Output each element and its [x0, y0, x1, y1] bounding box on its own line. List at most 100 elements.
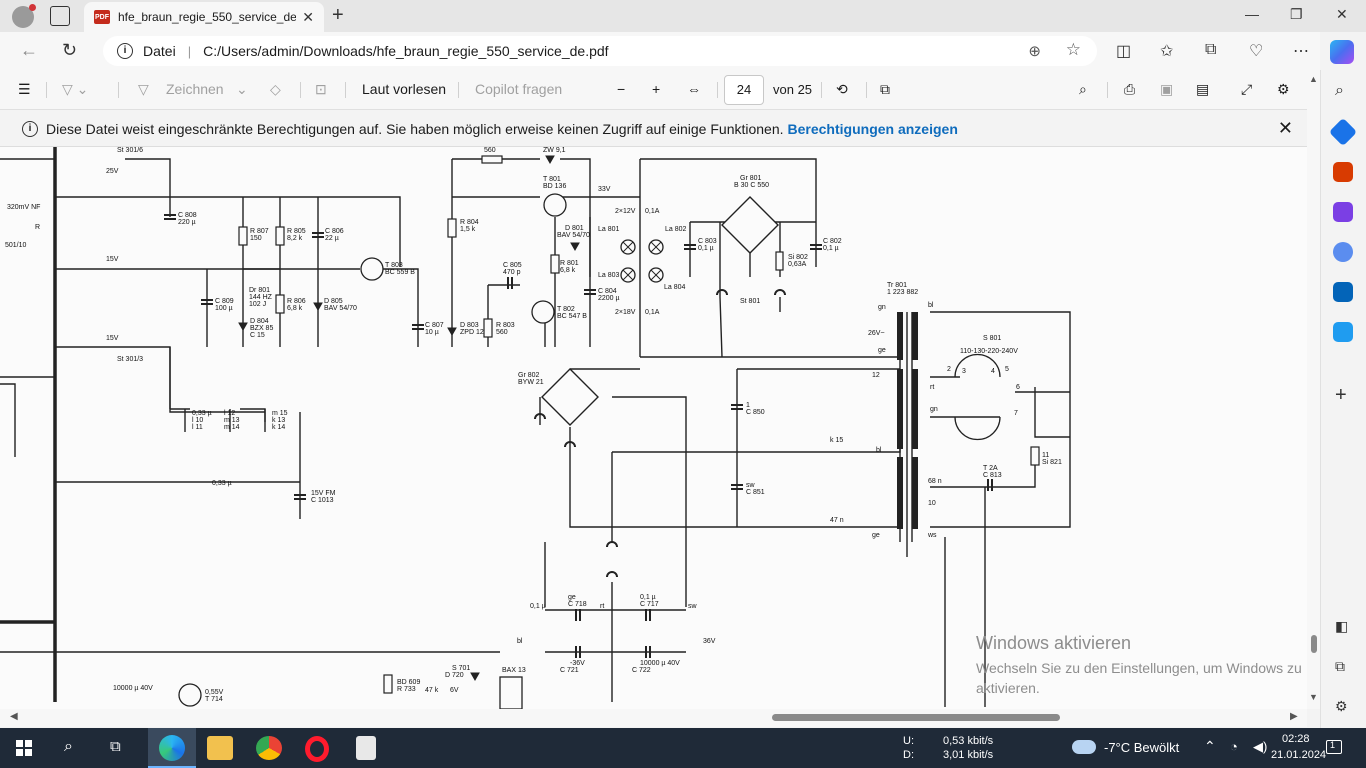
toolbar-separator	[46, 82, 47, 98]
schematic-label: BAV 54/70	[324, 305, 357, 312]
text-box-icon[interactable]: ⊡	[315, 81, 327, 97]
refresh-icon[interactable]: ↻	[62, 40, 78, 60]
schematic-label: R 803	[496, 322, 515, 329]
volume-icon[interactable]: ◀)	[1253, 739, 1268, 754]
tray-chevron-icon[interactable]: ⌃	[1204, 738, 1216, 754]
scroll-left-icon[interactable]: ◀	[10, 711, 18, 722]
schematic-label: R 805	[287, 228, 306, 235]
collections-icon[interactable]: ⧉	[1205, 41, 1217, 58]
contents-icon[interactable]: ☰	[18, 81, 31, 97]
vertical-scroll-thumb[interactable]	[1311, 635, 1317, 653]
net-up-value: 0,53 kbit/s	[943, 735, 994, 747]
favorites-icon[interactable]: ✩	[1160, 43, 1174, 60]
notification-icon[interactable]: 1	[1326, 740, 1342, 754]
highlight-icon[interactable]: ▽ ⌄	[62, 81, 89, 97]
restore-icon[interactable]: ❐	[1290, 6, 1303, 22]
clock-time[interactable]: 02:28	[1282, 733, 1310, 745]
search-icon[interactable]: ⌕	[1335, 82, 1344, 99]
tab-close-icon[interactable]: ✕	[302, 8, 314, 25]
show-permissions-link[interactable]: Berechtigungen anzeigen	[787, 120, 958, 137]
zoom-out-icon[interactable]: −	[617, 81, 626, 97]
save-icon[interactable]: ▣	[1160, 81, 1174, 97]
infobar-message: Diese Datei weist eingeschränkte Berecht…	[46, 120, 784, 137]
tab-actions-icon[interactable]	[50, 6, 70, 26]
rotate-icon[interactable]: ⟲	[836, 81, 848, 97]
scroll-down-icon[interactable]: ▼	[1309, 692, 1318, 702]
draw-icon[interactable]: ▽	[138, 81, 149, 97]
eraser-icon[interactable]: ◇	[270, 81, 281, 97]
draw-dropdown-icon[interactable]: ⌄	[236, 81, 248, 97]
outlook-icon[interactable]	[1333, 282, 1353, 302]
read-aloud-button[interactable]: Laut vorlesen	[362, 81, 447, 97]
schematic-label: T 803	[385, 262, 403, 269]
sidebar-settings-icon[interactable]: ⚙	[1335, 698, 1348, 714]
schematic-label: ge	[872, 532, 880, 539]
microsoft-365-icon[interactable]	[1333, 242, 1353, 262]
schematic-label: 10000 µ 40V	[113, 685, 153, 692]
window-close-icon[interactable]: ✕	[1336, 6, 1348, 22]
scroll-up-icon[interactable]: ▲	[1309, 74, 1318, 84]
page-view-icon[interactable]: ⧉	[880, 81, 890, 97]
games-icon[interactable]	[1333, 202, 1353, 222]
schematic-label: 36V	[703, 638, 716, 645]
horizontal-scrollbar[interactable]: ◀ ▶	[0, 709, 1307, 727]
scroll-right-icon[interactable]: ▶	[1290, 711, 1298, 722]
split-screen-icon[interactable]: ◫	[1116, 43, 1132, 60]
tools-icon[interactable]	[1333, 162, 1353, 182]
taskbar-edge-active[interactable]	[148, 728, 196, 768]
draw-button[interactable]: Zeichnen	[166, 81, 224, 97]
tab-active[interactable]: PDF hfe_braun_regie_550_service_de.pdf ✕	[84, 2, 324, 32]
menu-more-icon[interactable]: ⋯	[1293, 43, 1309, 60]
schematic-label: B 30 C 550	[734, 182, 769, 189]
schematic-label: S 701	[452, 665, 470, 672]
performance-icon[interactable]: ♡	[1249, 43, 1264, 60]
wifi-icon[interactable]: ◔	[1230, 739, 1238, 754]
back-icon[interactable]: ←	[20, 40, 38, 60]
url-text[interactable]: C:/Users/admin/Downloads/hfe_braun_regie…	[203, 43, 609, 59]
find-icon[interactable]: ⌕	[1079, 81, 1087, 97]
infobar-close-icon[interactable]: ✕	[1277, 118, 1293, 138]
schematic-label: C 807	[425, 322, 444, 329]
task-view-icon[interactable]: ⧉	[110, 738, 121, 755]
copilot-icon[interactable]	[1330, 40, 1354, 64]
notepad-icon[interactable]	[356, 736, 376, 760]
sidebar-expand-icon[interactable]: ⧉	[1335, 658, 1345, 674]
schematic-label: 144 HZ	[249, 294, 273, 301]
schematic-label: 2×18V	[615, 309, 636, 316]
schematic-label: 150	[250, 235, 262, 242]
add-sidebar-app-icon[interactable]: +	[1335, 384, 1347, 406]
settings-icon[interactable]: ⚙	[1277, 81, 1290, 97]
sidebar-panel-icon[interactable]: ◧	[1335, 618, 1349, 634]
zoom-icon[interactable]: ⊕	[1028, 43, 1041, 60]
copilot-ask-button[interactable]: Copilot fragen	[475, 81, 563, 97]
info-icon[interactable]: i	[117, 43, 133, 59]
profile-avatar[interactable]	[12, 4, 36, 28]
favorite-star-icon[interactable]: ☆	[1065, 40, 1081, 59]
schematic-label: S 801	[983, 335, 1001, 342]
file-explorer-icon[interactable]	[207, 736, 233, 760]
fit-width-icon[interactable]: ⇔	[687, 81, 701, 97]
fullscreen-icon[interactable]: ⤢	[1241, 81, 1253, 97]
shopping-tag-icon[interactable]	[1328, 117, 1358, 147]
print-icon[interactable]: ⎙	[1124, 81, 1136, 97]
schematic-label: 5	[1005, 366, 1009, 373]
opera-icon[interactable]	[305, 736, 329, 762]
address-bar[interactable]: i Datei | C:/Users/admin/Downloads/hfe_b…	[103, 36, 1097, 66]
clock-date[interactable]: 21.01.2024	[1271, 749, 1327, 761]
zoom-in-icon[interactable]: +	[652, 81, 661, 97]
send-icon[interactable]	[1333, 322, 1353, 342]
vertical-scrollbar[interactable]: ▲ ▼	[1307, 70, 1320, 709]
new-tab-icon[interactable]: +	[332, 4, 344, 26]
schematic-label: T 714	[205, 696, 223, 703]
schematic-label: 0,1 µ	[823, 245, 839, 252]
schematic-label: l 10	[192, 417, 203, 424]
horizontal-scroll-thumb[interactable]	[772, 714, 1060, 721]
taskbar-search-icon[interactable]: ⌕	[64, 738, 73, 755]
save-as-icon[interactable]: ▤	[1196, 81, 1210, 97]
start-icon[interactable]	[16, 740, 32, 756]
minimize-icon[interactable]: —	[1245, 6, 1259, 22]
chrome-icon[interactable]	[256, 736, 282, 760]
page-number-input[interactable]: 24	[724, 75, 764, 105]
weather-text[interactable]: -7°C Bewölkt	[1104, 740, 1180, 755]
